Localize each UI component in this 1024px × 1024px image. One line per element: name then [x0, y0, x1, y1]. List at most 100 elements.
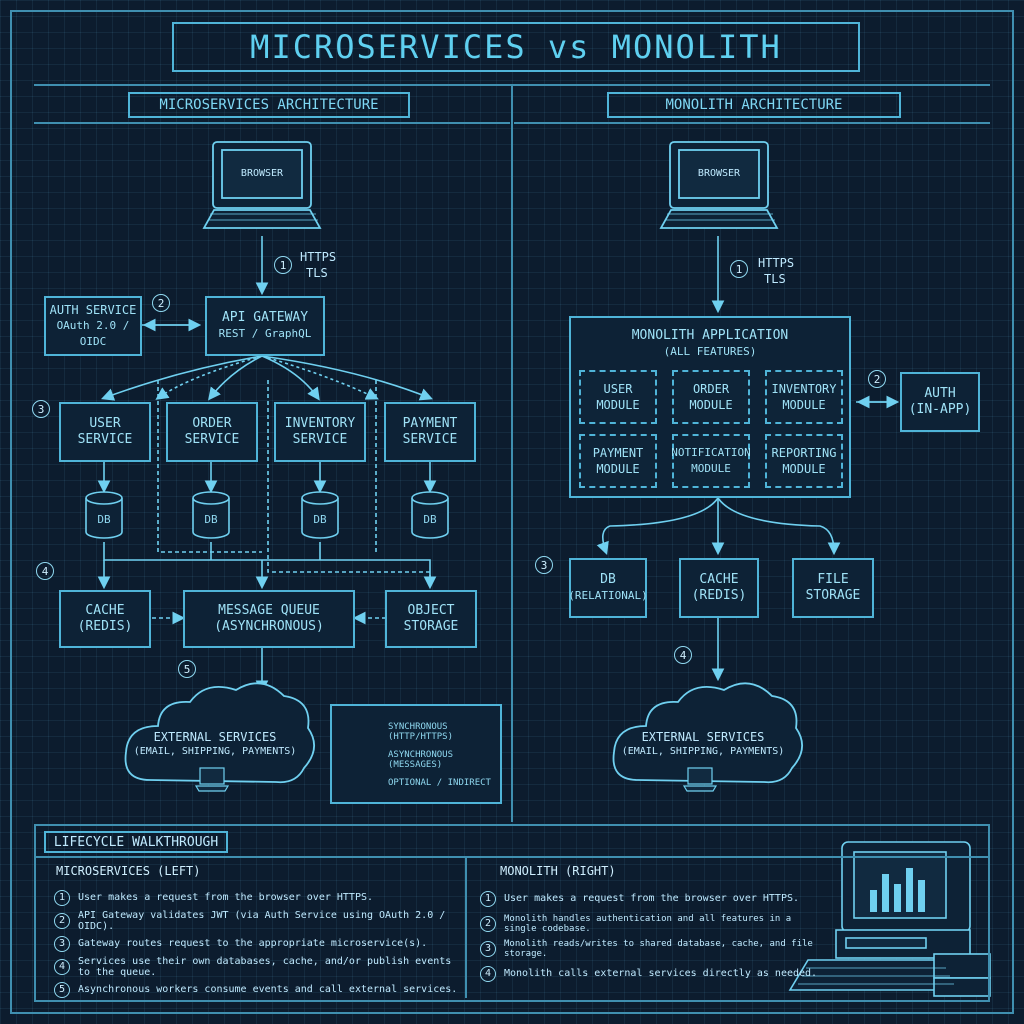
page-title: MICROSERVICES vs MONOLITH [172, 22, 860, 72]
user-service-box: USER SERVICE [59, 402, 151, 462]
lifecycle-left-step: 4 Services use their own databases, cach… [54, 955, 462, 978]
step-text: Monolith calls external services directl… [504, 968, 818, 979]
file-storage-l1: FILE [817, 572, 849, 587]
micro-cloud [124, 682, 315, 784]
step-badge: 3 [480, 940, 496, 957]
mono-cache-l1: CACHE [699, 572, 739, 587]
micro-cache-l2: (REDIS) [77, 619, 133, 634]
auth-service-title: AUTH SERVICE [49, 303, 137, 317]
step-badge: 4 [480, 965, 496, 982]
step-badge: 2 [480, 915, 496, 932]
micro-step-5-badge: 5 [178, 660, 196, 678]
order-service-box: ORDER SERVICE [166, 402, 258, 462]
step-badge: 2 [54, 912, 70, 929]
order-db-label: DB [204, 513, 218, 526]
mono-step-4-badge: 4 [674, 646, 692, 664]
order-module-l1: ORDER [692, 382, 730, 396]
mono-auth-l1: AUTH [924, 386, 956, 401]
center-divider [511, 84, 513, 822]
mono-browser-label: BROWSER [697, 168, 741, 179]
lifecycle-right-steps: 1 User makes a request from the browser … [480, 886, 820, 986]
lifecycle-right-step: 2 Monolith handles authentication and al… [480, 911, 820, 936]
message-queue-l1: MESSAGE QUEUE [218, 603, 320, 618]
user-service-l2: SERVICE [77, 432, 133, 447]
step-badge: 1 [480, 890, 496, 907]
file-storage-box: FILE STORAGE [792, 558, 874, 618]
api-gateway-sub: REST / GraphQL [218, 327, 312, 340]
step-text: User makes a request from the browser ov… [78, 892, 374, 903]
file-storage-l2: STORAGE [805, 588, 861, 603]
mono-external-sub: (EMAIL, SHIPPING, PAYMENTS) [621, 746, 785, 757]
legend-optional: OPTIONAL / INDIRECT [388, 778, 491, 788]
object-storage-l2: STORAGE [403, 619, 459, 634]
lifecycle-divider [465, 858, 467, 998]
step-badge: 4 [54, 958, 70, 975]
user-db-label: DB [97, 513, 111, 526]
mono-auth-l2: (IN-APP) [908, 402, 972, 417]
mono-db-box: DB (RELATIONAL) [568, 558, 648, 618]
payment-service-l2: SERVICE [402, 432, 458, 447]
step-badge: 3 [54, 935, 70, 952]
api-gateway-title: API GATEWAY [221, 310, 309, 325]
monolith-app-title: MONOLITH APPLICATION [631, 328, 789, 343]
micro-browser-label: BROWSER [240, 168, 284, 179]
legend: SYNCHRONOUS (HTTP/HTTPS) ASYNCHRONOUS (M… [330, 704, 502, 804]
reporting-module-l1: REPORTING [771, 446, 837, 460]
order-service-l1: ORDER [192, 416, 232, 431]
micro-step-4-badge: 4 [36, 562, 54, 580]
lifecycle-right-step: 3 Monolith reads/writes to shared databa… [480, 936, 820, 961]
lifecycle-left-step: 3 Gateway routes request to the appropri… [54, 932, 462, 955]
lifecycle-left-step: 2 API Gateway validates JWT (via Auth Se… [54, 909, 462, 932]
step-badge: 1 [54, 889, 70, 906]
inventory-module-box: INVENTORY MODULE [765, 370, 843, 424]
micro-external-title: EXTERNAL SERVICES [153, 730, 277, 744]
mono-db-l2: (RELATIONAL) [568, 589, 648, 602]
step-text: API Gateway validates JWT (via Auth Serv… [78, 909, 446, 932]
inventory-service-l2: SERVICE [292, 432, 348, 447]
auth-service-sub2: OIDC [79, 335, 107, 348]
section-rule-left [34, 122, 510, 124]
micro-external-sub: (EMAIL, SHIPPING, PAYMENTS) [133, 746, 297, 757]
header-rule [34, 84, 990, 86]
user-module-l2: MODULE [596, 398, 640, 412]
order-module-box: ORDER MODULE [672, 370, 750, 424]
step-text: Asynchronous workers consume events and … [78, 984, 458, 995]
payment-module-l1: PAYMENT [592, 446, 644, 460]
mono-db-l1: DB [600, 572, 616, 587]
payment-module-l2: MODULE [596, 462, 640, 476]
micro-cache-box: CACHE (REDIS) [59, 590, 151, 648]
reporting-module-box: REPORTING MODULE [765, 434, 843, 488]
lifecycle-left-steps: 1 User makes a request from the browser … [54, 886, 462, 1001]
mono-step-1-badge: 1 [730, 260, 748, 278]
inventory-db-label: DB [313, 513, 327, 526]
micro-step-2-badge: 2 [152, 294, 170, 312]
auth-service-sub1: OAuth 2.0 / [56, 319, 130, 332]
user-module-l1: USER [603, 382, 633, 396]
reporting-module-l2: MODULE [782, 462, 826, 476]
mono-cache-box: CACHE (REDIS) [679, 558, 759, 618]
lifecycle-heading: LIFECYCLE WALKTHROUGH [44, 831, 228, 853]
api-gateway-box: API GATEWAY REST / GraphQL [205, 296, 325, 356]
user-service-l1: USER [89, 416, 121, 431]
object-storage-box: OBJECT STORAGE [385, 590, 477, 648]
mono-protocol-tls: TLS [764, 272, 786, 286]
lifecycle-rule [34, 856, 990, 858]
object-storage-l1: OBJECT [407, 603, 455, 618]
mono-step-2-badge: 2 [868, 370, 886, 388]
payment-module-box: PAYMENT MODULE [579, 434, 657, 488]
mono-protocol-https: HTTPS [758, 256, 795, 270]
lifecycle-left-step: 1 User makes a request from the browser … [54, 886, 462, 909]
inventory-service-box: INVENTORY SERVICE [274, 402, 366, 462]
outer-frame [10, 10, 1014, 1014]
payment-service-box: PAYMENT SERVICE [384, 402, 476, 462]
step-text: Gateway routes request to the appropriat… [78, 938, 428, 949]
lifecycle-panel [34, 824, 990, 1002]
auth-service-box: AUTH SERVICE OAuth 2.0 / OIDC [44, 296, 142, 356]
lifecycle-right-step: 4 Monolith calls external services direc… [480, 961, 820, 986]
notification-module-l1: NOTIFICATION [671, 446, 751, 459]
message-queue-l2: (ASYNCHRONOUS) [214, 619, 324, 634]
mono-cache-l2: (REDIS) [691, 588, 747, 603]
mono-step-3-badge: 3 [535, 556, 553, 574]
legend-sync: SYNCHRONOUS (HTTP/HTTPS) [388, 722, 454, 742]
